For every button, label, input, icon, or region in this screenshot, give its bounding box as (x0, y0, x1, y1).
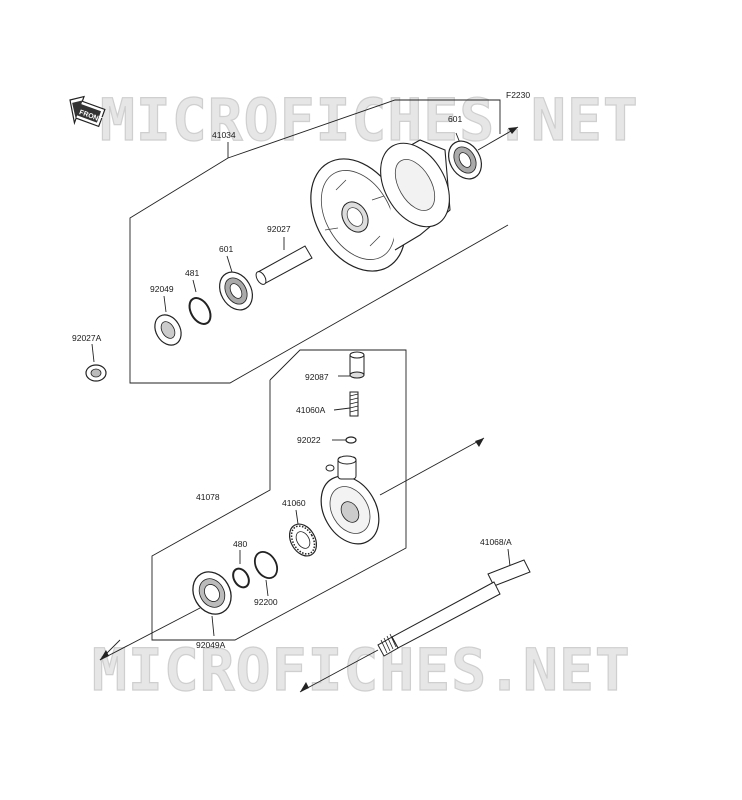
oil-seal-92049 (154, 295, 182, 346)
label-92049: 92049 (150, 284, 174, 294)
gear-41060 (288, 509, 318, 557)
label-601-top: 601 (448, 114, 462, 124)
label-41060a: 41060A (296, 405, 326, 415)
washer-92022 (332, 436, 357, 444)
circlip-481 (188, 279, 212, 325)
label-92200: 92200 (254, 597, 278, 607)
label-92027: 92027 (267, 224, 291, 234)
watermark-top: MICROFICHES.NET (100, 86, 639, 154)
label-92049a: 92049A (196, 640, 226, 650)
label-92087: 92087 (305, 372, 329, 382)
circlip-480 (232, 550, 250, 589)
worm-gear-41060a (333, 391, 359, 417)
label-92022: 92022 (297, 435, 321, 445)
bearing-601-right (448, 132, 482, 180)
axle-41068a (299, 548, 531, 693)
wheel-hub (310, 139, 451, 272)
label-41068a: 41068/A (480, 537, 512, 547)
washer-92200 (253, 550, 279, 597)
oil-seal-92049a (192, 571, 232, 637)
bearing-601-left (219, 255, 253, 311)
hub-assembly-frame (129, 99, 519, 384)
spacer-92027 (255, 237, 313, 285)
collar-92027a (85, 343, 107, 382)
label-480: 480 (233, 539, 247, 549)
front-arrow-icon: FRONT (69, 95, 106, 128)
label-41060: 41060 (282, 498, 306, 508)
label-601-mid: 601 (219, 244, 233, 254)
gear-housing-frame (99, 349, 485, 661)
cap-92087 (338, 351, 365, 379)
figure-code: F2230 (506, 90, 530, 100)
label-41078: 41078 (196, 492, 220, 502)
speedo-gear-housing (320, 455, 380, 545)
label-481: 481 (185, 268, 199, 278)
label-92027a: 92027A (72, 333, 102, 343)
label-41034: 41034 (212, 130, 236, 140)
watermark-bottom: MICROFICHES.NET (92, 636, 631, 704)
